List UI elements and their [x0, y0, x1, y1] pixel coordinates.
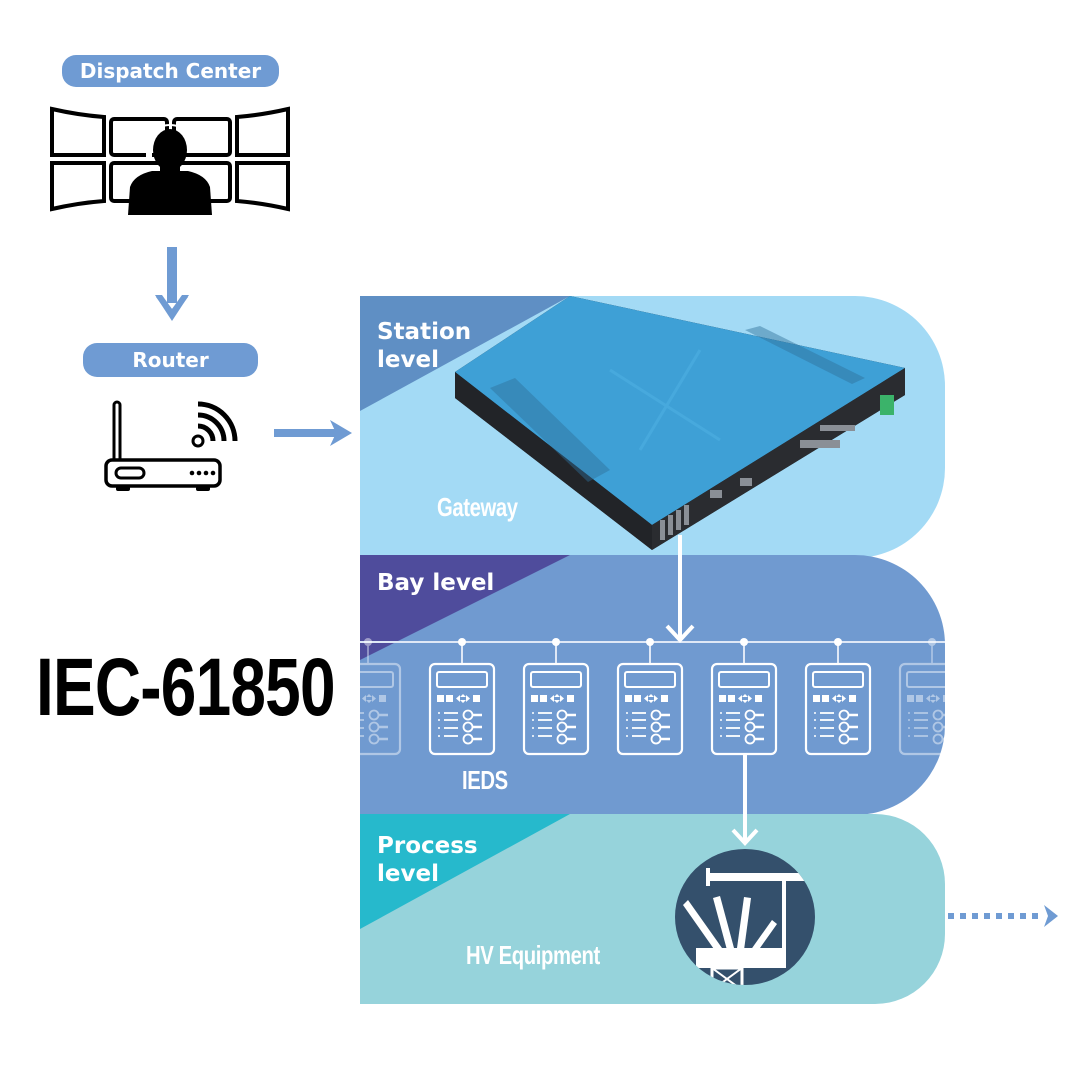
process-level-label: Process level [377, 833, 478, 887]
ied-relay-icon [898, 662, 945, 756]
station-level-label: Station level [377, 319, 472, 373]
station-level-corner [360, 296, 570, 411]
operator-monitors-icon [50, 106, 290, 215]
ied-device [360, 638, 402, 756]
ied-relay-icon [616, 662, 684, 756]
process-level-corner [360, 814, 570, 929]
arrow-down-icon [155, 247, 189, 321]
arrow-down-icon [665, 624, 695, 643]
bus-node [834, 638, 842, 646]
wifi-router-icon [104, 400, 238, 491]
bus-node [646, 638, 654, 646]
bus-node [364, 638, 372, 646]
gateway-label: Gateway [437, 492, 518, 522]
arrow-right-icon [274, 420, 352, 446]
bus-node [552, 638, 560, 646]
router-label: Router [83, 343, 258, 377]
ied-device [616, 638, 684, 756]
standard-title: IEC-61850 [36, 642, 336, 733]
bus-node [740, 638, 748, 646]
dispatch-center-label: Dispatch Center [62, 55, 279, 87]
ied-device [898, 638, 945, 756]
arrow-down-icon [731, 828, 759, 846]
ied-device [710, 638, 778, 756]
ieds-label: IEDS [462, 765, 508, 795]
bay-level-corner [360, 555, 570, 660]
bay-level-label: Bay level [377, 570, 495, 596]
hv-transformer-icon [675, 849, 815, 985]
process-level-panel: Process level HV Equipment [360, 814, 945, 1004]
ied-device [428, 638, 496, 756]
hv-equipment-label: HV Equipment [466, 940, 600, 970]
bus-node [458, 638, 466, 646]
bus-node [928, 638, 936, 646]
ied-relay-icon [360, 662, 402, 756]
ied-device [522, 638, 590, 756]
industrial-gateway-icon [455, 296, 905, 550]
ied-relay-icon [522, 662, 590, 756]
ied-relay-icon [804, 662, 872, 756]
ied-relay-icon [710, 662, 778, 756]
bay-level-panel: Bay level IEDS [360, 555, 945, 815]
ied-device [804, 638, 872, 756]
dotted-arrow-right-icon [948, 905, 1058, 927]
ied-relay-icon [428, 662, 496, 756]
